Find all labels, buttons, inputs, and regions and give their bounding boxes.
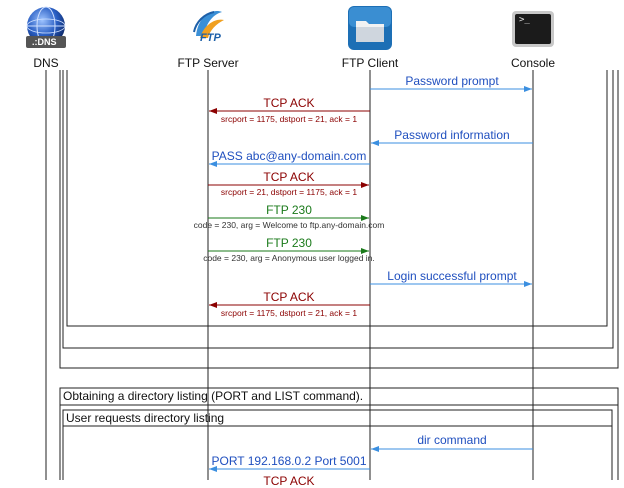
message-label: TCP ACK (263, 474, 315, 488)
message-label: dir command (417, 433, 487, 447)
message-detail: code = 230, arg = Welcome to ftp.any-dom… (193, 220, 385, 230)
actor-name-ftp-server: FTP Server (177, 56, 239, 70)
ftp-icon-label: FTP (200, 32, 221, 44)
message-detail: srcport = 1175, dstport = 21, ack = 1 (220, 114, 358, 124)
message-detail: srcport = 21, dstport = 1175, ack = 1 (220, 187, 358, 197)
message-label: Password information (394, 128, 510, 142)
terminal-console-icon: >_ (511, 10, 555, 50)
dns-globe-icon: .:DNS (23, 4, 69, 50)
frame-inner-top (66, 70, 608, 327)
console-icon-label: >_ (519, 15, 530, 25)
actor-name-dns: DNS (33, 56, 59, 70)
dns-icon-label: .:DNS (32, 37, 57, 47)
frame-outer-top (59, 70, 619, 369)
message-label: Password prompt (405, 74, 499, 88)
actor-name-ftp-client: FTP Client (341, 56, 399, 70)
message-label: FTP 230 (266, 203, 312, 217)
message-label: TCP ACK (263, 96, 315, 110)
message-detail: code = 230, arg = Anonymous user logged … (203, 253, 375, 263)
actor-name-console: Console (510, 56, 556, 70)
message-label: FTP 230 (266, 236, 312, 250)
frame-title-user-requests: User requests directory listing (66, 411, 225, 425)
frame-middle-top (62, 70, 614, 349)
message-label: Login successful prompt (387, 269, 517, 283)
frame-directory-listing (59, 387, 619, 480)
folder-client-icon (347, 5, 393, 51)
message-detail: srcport = 1175, dstport = 21, ack = 1 (220, 308, 358, 318)
ftp-server-icon: FTP (188, 6, 228, 50)
message-label: PASS abc@any-domain.com (211, 149, 367, 163)
message-label: TCP ACK (263, 170, 315, 184)
message-label: PORT 192.168.0.2 Port 5001 (211, 454, 367, 468)
frame-title-directory-listing: Obtaining a directory listing (PORT and … (63, 389, 364, 403)
message-label: TCP ACK (263, 290, 315, 304)
frame-user-requests (62, 409, 613, 480)
